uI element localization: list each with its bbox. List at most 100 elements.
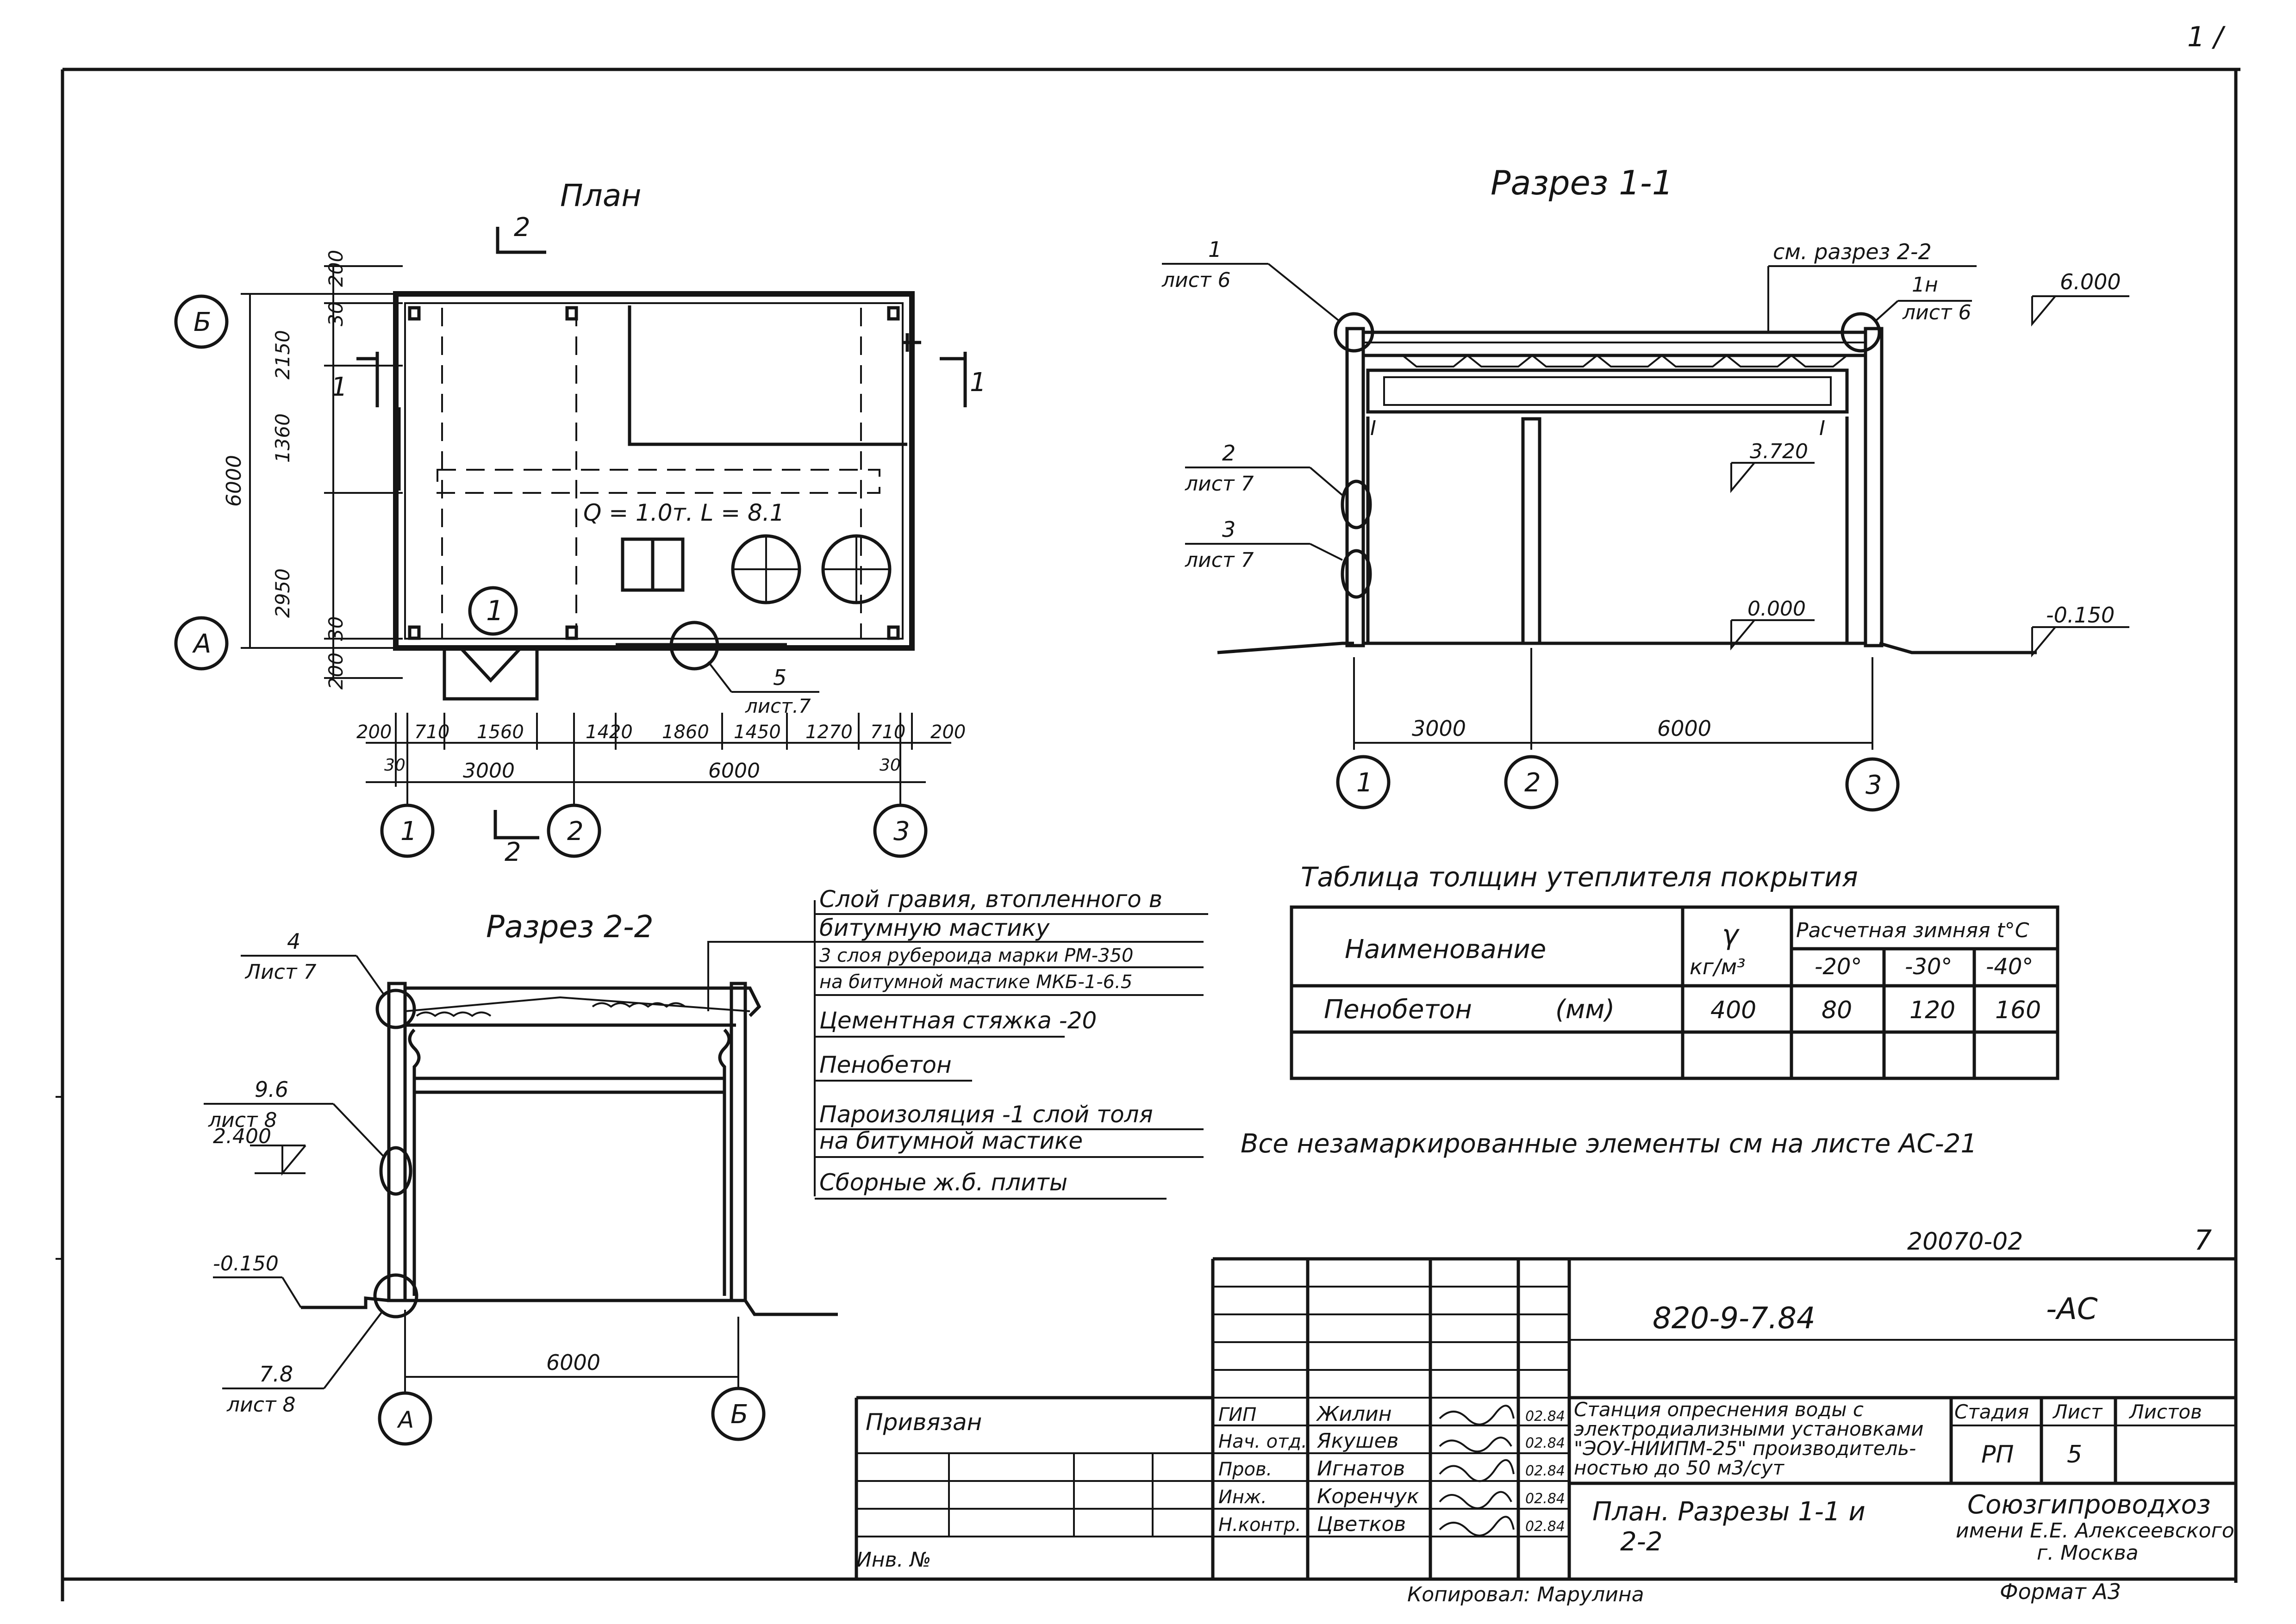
s22-level-2400: 2.400	[213, 1125, 271, 1148]
hdim-1860: 1860	[662, 722, 709, 743]
section-mark-2-bottom: 2	[505, 837, 521, 867]
s22-callout-78-sheet: лист 8	[226, 1393, 296, 1417]
plan-node-label: 1	[486, 595, 504, 627]
vdim-200-top: 200	[324, 250, 347, 287]
plan-axis-A: А	[192, 629, 211, 659]
hspan-3000: 3000	[463, 759, 515, 783]
table-row-unit: (мм)	[1555, 995, 1615, 1025]
vdim-2150: 2150	[271, 330, 294, 380]
signatures	[1439, 1405, 1515, 1537]
s22-callout-96-num: 9.6	[255, 1077, 288, 1102]
plan-callout-5-sheet: лист.7	[745, 695, 811, 717]
s11-axis-2: 2	[1524, 768, 1541, 798]
tb-name-3: Игнатов	[1317, 1457, 1405, 1481]
section-mark-1-right: 1	[970, 367, 986, 398]
s22-layer-4: на битумной мастике МКБ-1-6.5	[819, 971, 1132, 993]
title-block: 20070-02 7 Привязан	[855, 1224, 2236, 1579]
plan-axis-2: 2	[567, 816, 584, 846]
s11-span-3000: 3000	[1412, 716, 1466, 741]
section-2-2: Разрез 2-2 4 Лист 7 9.6 лист 8	[204, 886, 1208, 1446]
tb-stage: РП	[1981, 1441, 2014, 1468]
plan-view: План Q = 1.0т. L = 8.1	[174, 178, 986, 867]
s22-layer-9: Сборные ж.б. плиты	[819, 1169, 1067, 1196]
tb-date-4: 02.84	[1525, 1491, 1565, 1507]
vdim-200-bottom: 200	[324, 653, 347, 690]
s22-layer-1: Слой гравия, втопленного в	[819, 886, 1162, 913]
s11-callout-2-sheet: лист 7	[1185, 472, 1254, 496]
copied-by: Копировал: Марулина	[1407, 1583, 1644, 1606]
tb-doc-suffix: -АС	[2046, 1292, 2098, 1326]
table-col-temp: Расчетная зимняя t°С	[1796, 919, 2029, 942]
tb-name-5: Цветков	[1317, 1512, 1406, 1536]
plan-axis-1: 1	[400, 816, 417, 846]
s11-callout-1n-sheet: лист 6	[1902, 301, 1972, 324]
s22-layer-3: 3 слоя рубероида марки РМ-350	[819, 945, 1133, 966]
level-minus-0150: -0.150	[2046, 603, 2115, 628]
tb-h-sheets: Листов	[2128, 1400, 2202, 1423]
tb-privyazan: Привязан	[866, 1409, 982, 1436]
hdim-1450: 1450	[734, 722, 781, 743]
sheet-frame	[56, 68, 2240, 1601]
s11-axis-1: 1	[1356, 768, 1373, 798]
level-6000: 6.000	[2060, 269, 2121, 294]
table-row-v2: 120	[1909, 996, 1955, 1024]
tb-project-line-2: электродиализными установками	[1574, 1418, 1924, 1440]
s22-axis-B: Б	[730, 1400, 748, 1430]
hspan-6000: 6000	[708, 759, 760, 783]
hdim-1420: 1420	[586, 722, 633, 743]
tb-date-3: 02.84	[1525, 1463, 1565, 1479]
doc-code-top: 20070-02	[1907, 1228, 2023, 1256]
section-1-1: Разрез 1-1 I I 1 лист 6 1н лист 6	[1161, 163, 2129, 812]
tb-date-1: 02.84	[1525, 1408, 1565, 1425]
section22-title: Разрез 2-2	[486, 909, 654, 945]
crane-load-label: Q = 1.0т. L = 8.1	[583, 499, 785, 526]
tb-role-1: ГИП	[1218, 1404, 1256, 1425]
table-row-name: Пенобетон	[1324, 995, 1472, 1025]
tb-sheet-title-2: 2-2	[1620, 1527, 1662, 1557]
s11-callout-3-sheet: лист 7	[1185, 548, 1254, 572]
level-3720: 3.720	[1750, 440, 1808, 463]
table-row-v3: 160	[1995, 996, 2041, 1024]
beam-mark-right: I	[1819, 417, 1825, 440]
s11-span-6000: 6000	[1657, 716, 1711, 741]
plan-axis-3: 3	[893, 816, 910, 846]
insulation-table: Таблица толщин утеплителя покрытия Наиме…	[1290, 861, 2059, 1080]
table-col-name: Наименование	[1345, 934, 1546, 964]
tb-org-1: Союзгипроводхоз	[1967, 1490, 2211, 1520]
hdim-30-left: 30	[384, 756, 406, 775]
plan-axis-B: Б	[193, 307, 211, 337]
section-mark-2-top: 2	[514, 212, 530, 243]
plan-title: План	[560, 178, 641, 213]
level-0000: 0.000	[1747, 597, 1806, 621]
s22-level-minus-0150: -0.150	[213, 1252, 279, 1276]
table-col-gamma: γ	[1722, 919, 1740, 951]
table-row-gamma: 400	[1710, 996, 1756, 1024]
tb-name-4: Коренчук	[1317, 1485, 1419, 1508]
vdim-30-top: 30	[324, 302, 347, 326]
table-temp-1: -20°	[1815, 954, 1862, 980]
tb-project-line-3: "ЭОУ-НИИПМ-25" производитель-	[1574, 1437, 1916, 1460]
tb-role-2: Нач. отд.	[1218, 1431, 1307, 1452]
s22-span-6000: 6000	[546, 1350, 600, 1375]
s22-layer-6: Пенобетон	[819, 1052, 952, 1078]
tb-doc-no: 820-9-7.84	[1653, 1301, 1816, 1336]
tb-org-2: имени Е.Е. Алексеевского	[1956, 1519, 2234, 1543]
plan-callout-5-num: 5	[773, 665, 786, 690]
tb-role-4: Инж.	[1218, 1487, 1267, 1508]
s11-callout-1-sheet: лист 6	[1161, 268, 1231, 292]
table-caption: Таблица толщин утеплителя покрытия	[1301, 861, 1858, 893]
vdim-2950: 2950	[271, 568, 294, 618]
tb-sheet-title-1: План. Разрезы 1-1 и	[1592, 1497, 1866, 1527]
tb-name-2: Якушев	[1316, 1429, 1398, 1453]
s22-layer-8: на битумной мастике	[819, 1127, 1083, 1154]
corner-mark: 1 /	[2187, 21, 2226, 53]
hdim-200-left: 200	[356, 722, 392, 743]
hdim-710-left: 710	[414, 722, 449, 743]
s11-callout-1-num: 1	[1208, 237, 1222, 262]
hdim-30-right: 30	[880, 756, 901, 775]
s22-layer-7: Пароизоляция -1 слой толя	[819, 1101, 1153, 1128]
table-temp-3: -40°	[1986, 954, 2033, 980]
tb-h-sheet: Лист	[2052, 1400, 2103, 1423]
hdim-200-right: 200	[930, 722, 966, 743]
